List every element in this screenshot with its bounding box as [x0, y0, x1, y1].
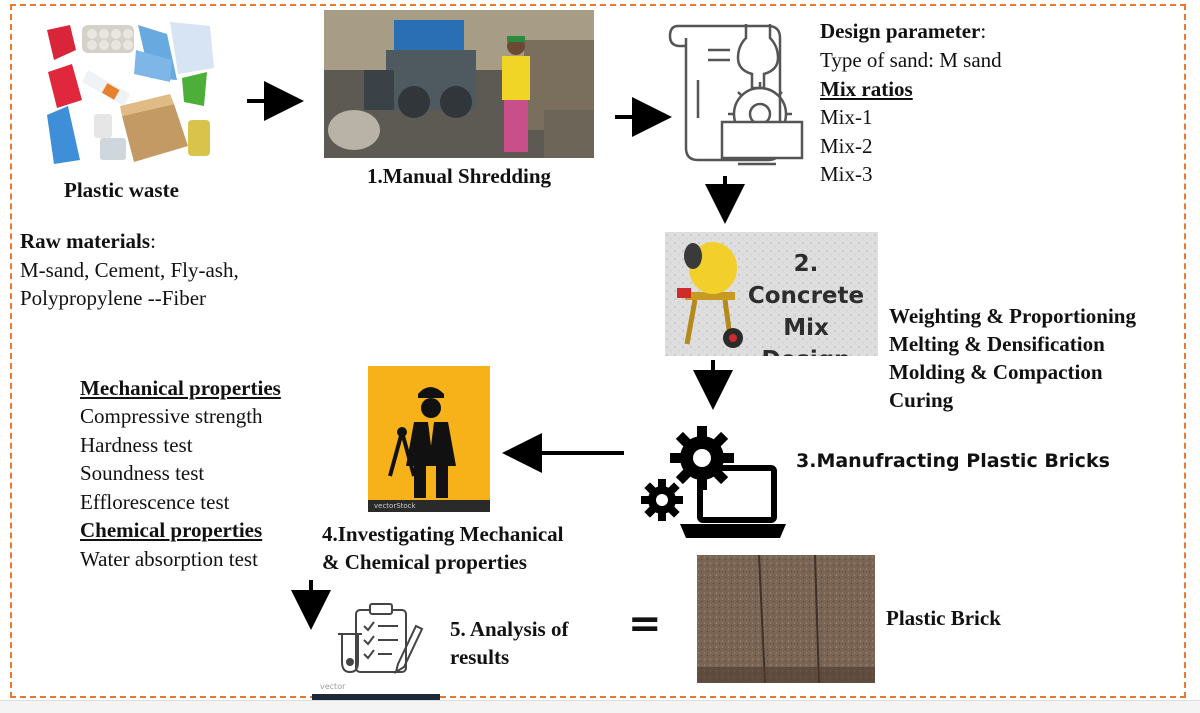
plastic-brick-photo — [697, 555, 875, 683]
mechanical-item-4: Efflorescence test — [80, 490, 230, 514]
process-step-3: Molding & Compaction — [889, 360, 1103, 384]
plastic-brick-caption: Plastic Brick — [886, 606, 1001, 630]
step5-caption-line-1: 5. Analysis of — [450, 617, 569, 641]
design-parameter-colon: : — [980, 19, 987, 43]
process-step-4: Curing — [889, 388, 954, 412]
design-parameter-heading-line: Design parameter: — [820, 17, 986, 45]
chemical-properties-heading: Chemical properties — [80, 518, 263, 542]
analysis-clipboard-icon: vector — [312, 592, 440, 702]
plastic-waste-image — [42, 20, 222, 170]
design-parameter-icon — [668, 18, 808, 168]
cement-mixer-icon — [677, 242, 743, 348]
raw-materials-colon: : — [150, 229, 156, 253]
manual-shredding-photo — [324, 10, 594, 158]
raw-materials-line-2: Polypropylene --Fiber — [20, 286, 207, 310]
manufacturing-gears-laptop-icon — [640, 420, 786, 548]
analysis-icon-watermark: vector — [320, 682, 346, 691]
design-sand-type: Type of sand: M sand — [820, 48, 1002, 72]
mix-item-2: Mix-2 — [820, 134, 873, 158]
mechanical-item-3: Soundness test — [80, 461, 205, 485]
chemical-item-1: Water absorption test — [80, 547, 258, 571]
process-step-2: Melting & Densification — [889, 332, 1105, 356]
bottom-scroll-strip — [0, 700, 1200, 713]
step5-caption-line-2: results — [450, 645, 510, 669]
diagram-frame — [10, 4, 1186, 698]
mechanical-item-1: Compressive strength — [80, 404, 263, 428]
step2-line-1: 2. Concrete — [747, 251, 865, 309]
concrete-mix-design-image: 2. Concrete Mix Design — [665, 232, 878, 356]
mix-item-3: Mix-3 — [820, 162, 873, 186]
engineer-icon-watermark: vectorStock — [374, 502, 416, 510]
step4-caption-line-1: 4.Investigating Mechanical — [322, 522, 564, 546]
raw-materials-line-1: M-sand, Cement, Fly-ash, — [20, 258, 239, 282]
plastic-waste-caption: Plastic waste — [64, 178, 179, 202]
step1-caption: 1.Manual Shredding — [367, 164, 552, 188]
equals-sign: = — [628, 601, 662, 647]
mix-ratios-heading: Mix ratios — [820, 77, 913, 101]
concrete-mix-design-label: 2. Concrete Mix Design — [741, 248, 871, 356]
step2-line-3: Design — [741, 344, 871, 356]
raw-materials-heading: Raw materials — [20, 229, 151, 253]
step3-caption: 3.Manufracting Plastic Bricks — [796, 450, 1110, 472]
design-parameter-heading: Design parameter — [820, 19, 981, 43]
process-step-1: Weighting & Proportioning — [889, 304, 1136, 328]
mechanical-properties-heading: Mechanical properties — [80, 376, 281, 400]
mix-item-1: Mix-1 — [820, 105, 873, 129]
engineer-compass-icon: vectorStock — [368, 366, 490, 512]
mechanical-item-2: Hardness test — [80, 433, 193, 457]
raw-materials-heading-line: Raw materials: — [20, 227, 156, 255]
step4-caption-line-2: & Chemical properties — [322, 550, 527, 574]
step2-line-2: Mix — [783, 315, 829, 341]
